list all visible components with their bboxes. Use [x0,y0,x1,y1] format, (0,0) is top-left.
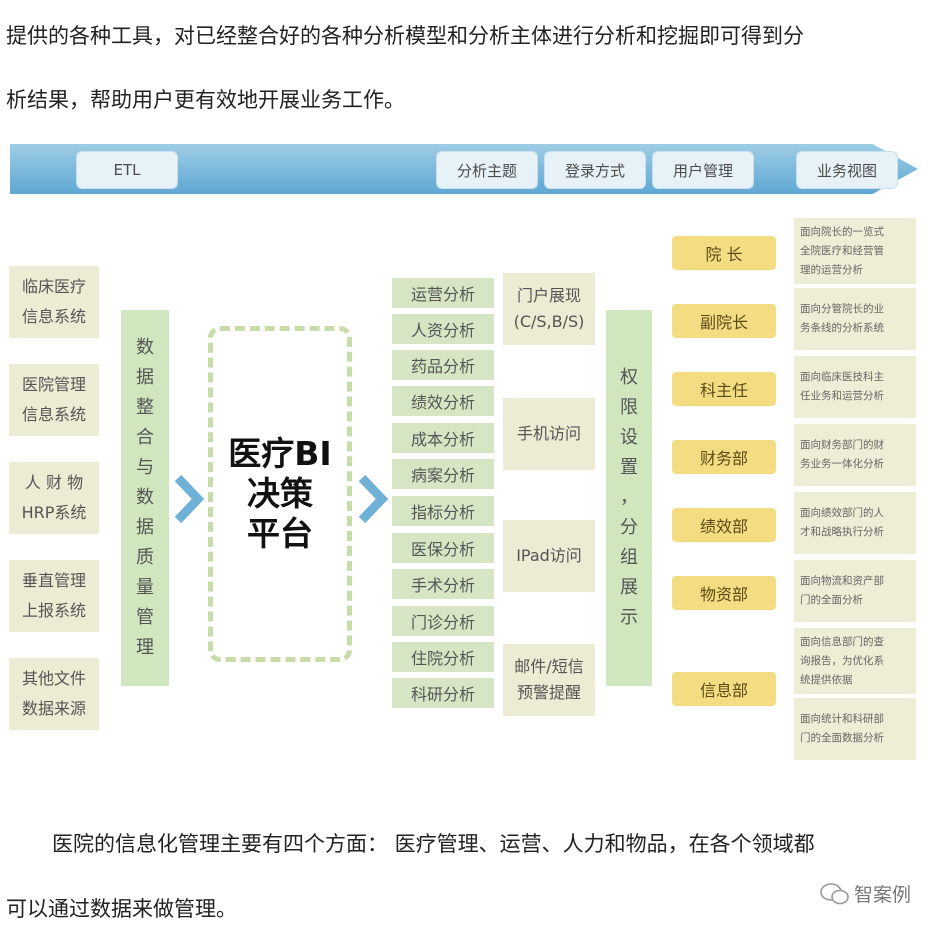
permission-char: 组 [620,547,638,568]
permission-char: 设 [620,427,638,448]
chevron-right-icon [358,474,388,524]
integration-char: 据 [136,367,154,388]
role-description: 面向院长的一览式 全院医疗和经营管 理的运营分析 [794,218,916,284]
band-tab-user-management: 用户管理 [652,151,754,189]
role-description: 面向财务部门的财 务业务一体化分析 [794,424,916,486]
role-president: 院 长 [672,236,776,270]
role-finance: 财务部 [672,440,776,474]
band-tab-etl: ETL [76,151,178,189]
source-clinical-system: 临床医疗 信息系统 [9,266,99,338]
watermark-text: 智案例 [854,884,912,906]
role-description: 面向信息部门的查 询报告，为优化系 统提供依据 [794,628,916,694]
analysis-item: 手术分析 [392,569,494,599]
analysis-item: 成本分析 [392,423,494,453]
analysis-item: 病案分析 [392,459,494,489]
permission-settings-bar: 权 限 设 置 ， 分 组 展 示 [606,310,652,686]
channel-ipad: IPad访问 [503,520,595,592]
analysis-item: 指标分析 [392,496,494,526]
integration-char: 理 [136,637,154,658]
role-vice-president: 副院长 [672,304,776,338]
integration-char: 数 [136,337,154,358]
wechat-icon [820,882,849,904]
data-integration-bar: 数 据 整 合 与 数 据 质 量 管 理 [121,310,169,686]
permission-char: 置 [620,457,638,478]
integration-char: 管 [136,607,154,628]
bi-platform-core: 医疗BI 决策 平台 [208,326,352,662]
paragraph-line-3: 医院的信息化管理主要有四个方面： 医疗管理、运营、人力和物品，在各个领域都 [52,832,815,856]
source-vertical-reporting: 垂直管理 上报系统 [9,560,99,632]
analysis-item: 药品分析 [392,350,494,380]
paragraph-line-1: 提供的各种工具，对已经整合好的各种分析模型和分析主体进行分析和挖掘即可得到分 [6,24,804,48]
permission-char: 限 [620,397,638,418]
integration-char: 合 [136,427,154,448]
band-tab-login-method: 登录方式 [544,151,646,189]
role-information: 信息部 [672,672,776,706]
role-description: 面向统计和科研部 门的全面数据分析 [794,698,916,760]
band-tab-analysis-topic: 分析主题 [436,151,538,189]
analysis-item: 科研分析 [392,678,494,708]
permission-char: 展 [620,577,638,598]
analysis-item: 人资分析 [392,314,494,344]
role-materials: 物资部 [672,576,776,610]
integration-char: 整 [136,397,154,418]
band-tab-business-view: 业务视图 [796,151,898,189]
bi-architecture-diagram: ETL 分析主题 登录方式 用户管理 业务视图 临床医疗 信息系统 医院管理 信… [0,140,942,780]
analysis-item: 住院分析 [392,642,494,672]
permission-char: 示 [620,607,638,628]
role-performance: 绩效部 [672,508,776,542]
integration-char: 数 [136,487,154,508]
analysis-item: 运营分析 [392,278,494,308]
source-hrp-system: 人 财 物 HRP系统 [9,462,99,534]
role-department-head: 科主任 [672,372,776,406]
integration-char: 与 [136,457,154,478]
permission-char: 分 [620,517,638,538]
paragraph-line-2: 析结果，帮助用户更有效地开展业务工作。 [6,88,405,112]
chevron-right-icon [174,474,204,524]
source-other-files: 其他文件 数据来源 [9,658,99,730]
paragraph-line-4: 可以通过数据来做管理。 [6,897,237,921]
role-description: 面向临床医技科主 任业务和运营分析 [794,356,916,418]
source-hospital-management: 医院管理 信息系统 [9,364,99,436]
analysis-item: 门诊分析 [392,606,494,636]
channel-mobile: 手机访问 [503,398,595,470]
role-description: 面向绩效部门的人 才和战略执行分析 [794,492,916,554]
role-description: 面向分管院长的业 务条线的分析系统 [794,288,916,350]
role-description: 面向物流和资产部 门的全面分析 [794,560,916,622]
watermark: 智案例 [820,880,911,907]
analysis-item: 绩效分析 [392,386,494,416]
integration-char: 量 [136,577,154,598]
channel-email-sms: 邮件/短信 预警提醒 [503,644,595,716]
channel-portal: 门户展现 (C/S,B/S) [503,273,595,345]
analysis-item: 医保分析 [392,533,494,563]
permission-char: 权 [620,367,638,388]
integration-char: 质 [136,547,154,568]
permission-char: ， [620,487,638,508]
integration-char: 据 [136,517,154,538]
